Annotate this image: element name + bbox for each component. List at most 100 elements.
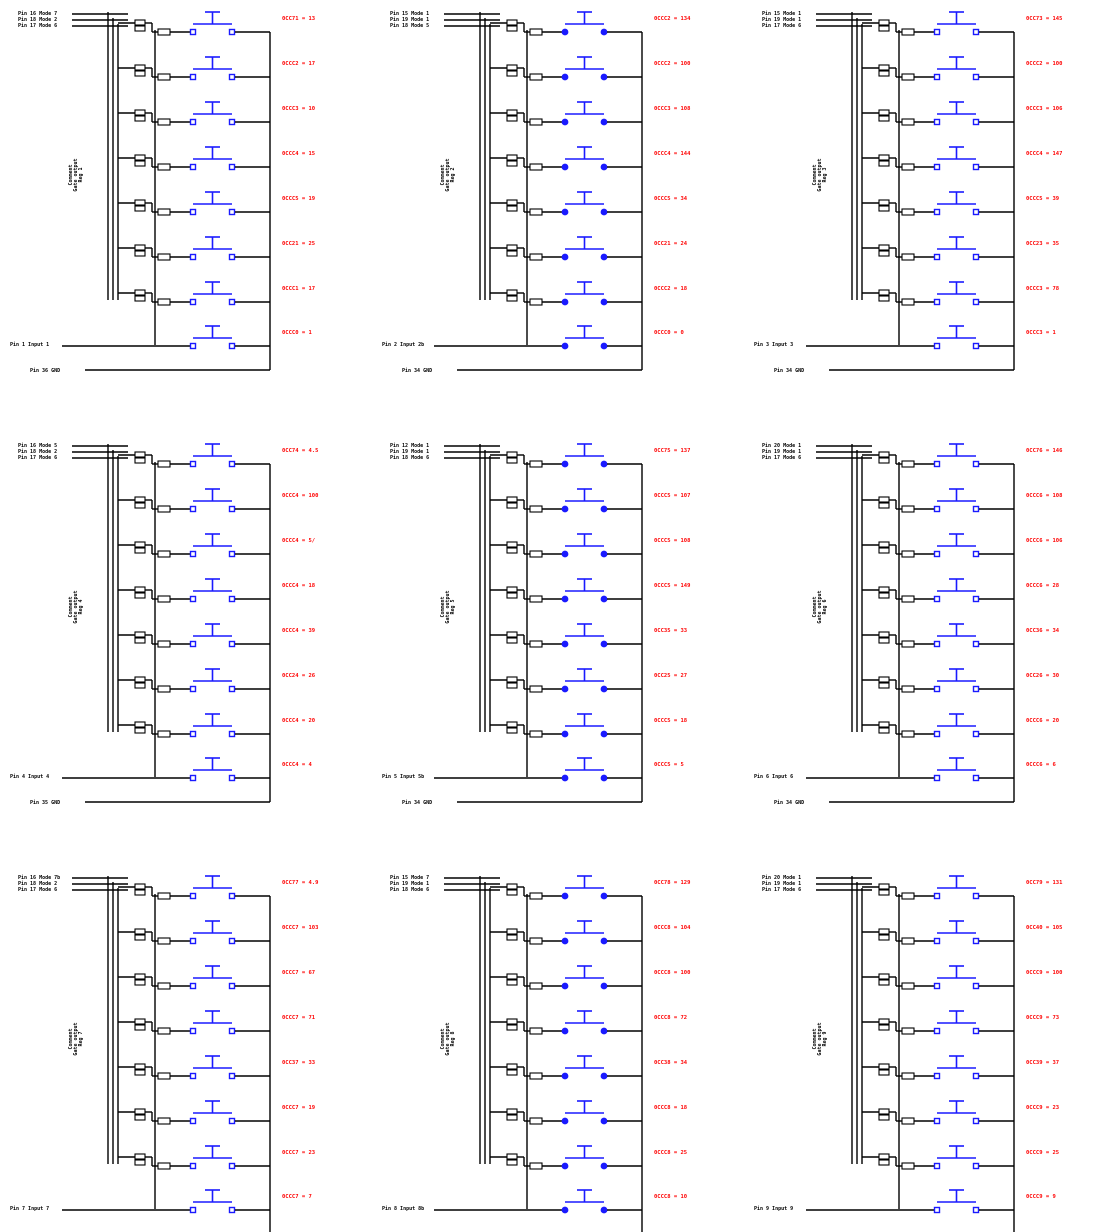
bus-label: Pin 16 Mode 7 bbox=[18, 11, 57, 17]
logic-gate bbox=[506, 451, 518, 458]
switch-terminal bbox=[972, 28, 980, 36]
side-label: Comment bbox=[68, 164, 74, 185]
side-label: Reg 2 bbox=[450, 167, 456, 182]
logic-gate bbox=[878, 682, 890, 689]
output-value-label: 0CCC2 = 134 bbox=[654, 16, 691, 22]
output-value-label: 0CCC5 = 19 bbox=[282, 196, 315, 202]
logic-gate bbox=[134, 70, 146, 77]
logic-gate bbox=[529, 163, 543, 171]
switch-terminal bbox=[972, 640, 980, 648]
logic-gate bbox=[506, 64, 518, 71]
logic-gate bbox=[134, 727, 146, 734]
output-value-label: 0CC39 = 37 bbox=[1026, 1060, 1059, 1066]
switch-terminal bbox=[561, 28, 569, 36]
bus-label: Pin 18 Mode 6 bbox=[390, 887, 429, 893]
switch-terminal bbox=[933, 640, 941, 648]
switch-terminal bbox=[933, 550, 941, 558]
output-value-label: 0CCC6 = 28 bbox=[1026, 583, 1059, 589]
switch-terminal bbox=[600, 1206, 608, 1214]
switch-terminal bbox=[561, 892, 569, 900]
logic-gate bbox=[157, 550, 171, 558]
bus-label: Pin 20 Mode 1 bbox=[762, 443, 801, 449]
switch-terminal bbox=[600, 1117, 608, 1125]
switch-terminal bbox=[933, 28, 941, 36]
logic-gate bbox=[878, 934, 890, 941]
output-value-label: 0CC77 = 4.9 bbox=[282, 880, 318, 886]
logic-gate bbox=[157, 28, 171, 36]
output-value-label: 0CCC4 = 39 bbox=[282, 628, 315, 634]
logic-gate bbox=[134, 1159, 146, 1166]
logic-gate bbox=[878, 883, 890, 890]
switch-terminal bbox=[561, 253, 569, 261]
logic-gate bbox=[878, 721, 890, 728]
switch-terminal bbox=[189, 1206, 197, 1214]
bus-label: Pin 18 Mode 2 bbox=[18, 17, 57, 23]
logic-gate bbox=[134, 1024, 146, 1031]
output-value-label: 0CCC5 = 108 bbox=[654, 538, 690, 544]
logic-gate bbox=[134, 154, 146, 161]
output-value-label: 0CCC7 = 19 bbox=[282, 1105, 315, 1111]
switch-terminal bbox=[189, 28, 197, 36]
side-label: Gate output bbox=[817, 158, 823, 191]
bus-label: Pin 17 Mode 6 bbox=[18, 23, 57, 29]
logic-gate bbox=[901, 1027, 915, 1035]
output-value-label: 0CCC2 = 18 bbox=[654, 286, 687, 292]
switch-terminal bbox=[600, 1072, 608, 1080]
output-value-label: 0CCC4 = 4 bbox=[282, 762, 312, 768]
switch-terminal bbox=[228, 28, 236, 36]
output-value-label: 0CCC7 = 23 bbox=[282, 1150, 315, 1156]
logic-gate bbox=[878, 928, 890, 935]
switch-terminal bbox=[972, 460, 980, 468]
logic-gate bbox=[878, 496, 890, 503]
switch-terminal bbox=[189, 1162, 197, 1170]
bus-label: Pin 18 Mode 2 bbox=[18, 881, 57, 887]
logic-gate bbox=[506, 457, 518, 464]
output-value-label: 0CCC9 = 100 bbox=[1026, 970, 1062, 976]
switch-terminal bbox=[228, 640, 236, 648]
output-value-label: 0CCC9 = 73 bbox=[1026, 1015, 1059, 1021]
output-value-label: 0CC40 = 105 bbox=[1026, 925, 1062, 931]
logic-gate bbox=[506, 115, 518, 122]
logic-gate bbox=[901, 937, 915, 945]
logic-gate bbox=[134, 289, 146, 296]
switch-terminal bbox=[228, 118, 236, 126]
switch-terminal bbox=[228, 253, 236, 261]
switch-terminal bbox=[189, 118, 197, 126]
logic-gate bbox=[878, 547, 890, 554]
output-value-label: 0CCC4 = 147 bbox=[1026, 151, 1062, 157]
input-pin-label: Pin 2 Input 2b bbox=[382, 342, 424, 348]
logic-gate bbox=[878, 244, 890, 251]
switch-terminal bbox=[933, 298, 941, 306]
logic-gate bbox=[157, 892, 171, 900]
logic-gate bbox=[506, 934, 518, 941]
logic-gate bbox=[134, 631, 146, 638]
logic-gate bbox=[878, 64, 890, 71]
switch-terminal bbox=[561, 163, 569, 171]
output-value-label: 0CCC4 = 100 bbox=[282, 493, 318, 499]
output-value-label: 0CCC3 = 10 bbox=[282, 106, 315, 112]
switch-terminal bbox=[189, 505, 197, 513]
logic-gate bbox=[878, 1159, 890, 1166]
switch-terminal bbox=[972, 1162, 980, 1170]
side-label: Reg 5 bbox=[450, 599, 456, 614]
logic-gate bbox=[506, 25, 518, 32]
logic-gate bbox=[529, 1027, 543, 1035]
logic-gate bbox=[529, 505, 543, 513]
switch-terminal bbox=[228, 1117, 236, 1125]
logic-gate bbox=[506, 637, 518, 644]
output-value-label: 0CC38 = 34 bbox=[654, 1060, 688, 1066]
logic-gate bbox=[157, 208, 171, 216]
logic-gate bbox=[506, 70, 518, 77]
switch-terminal bbox=[933, 1072, 941, 1080]
side-label: Gate output bbox=[817, 1022, 823, 1055]
output-value-label: 0CCC7 = 7 bbox=[282, 1194, 312, 1200]
output-value-label: 0CCC6 = 108 bbox=[1026, 493, 1062, 499]
switch-terminal bbox=[228, 774, 236, 782]
logic-gate bbox=[134, 295, 146, 302]
